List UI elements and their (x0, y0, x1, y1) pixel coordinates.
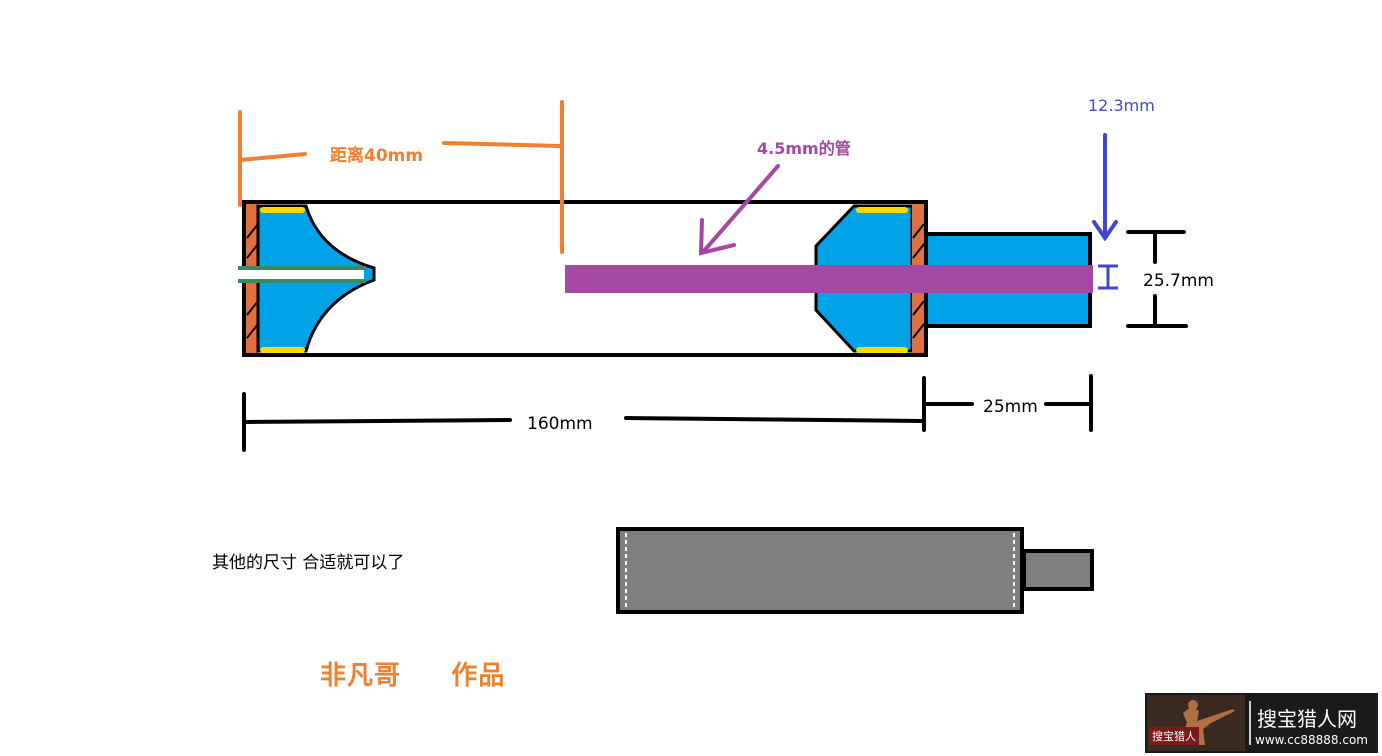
inlet-pipe (238, 268, 364, 280)
tube-arrow (698, 164, 780, 256)
nozzle-length-dimension (924, 374, 1093, 432)
seal-right-top (856, 207, 908, 213)
seal-left-bottom (260, 347, 305, 353)
distance-label: 距离40mm (330, 145, 423, 166)
watermark: 搜宝猎人 搜宝猎人网 www.cc88888.com (1145, 693, 1378, 753)
inner-diameter-dimension (1126, 230, 1188, 328)
seal-right-bottom (856, 347, 908, 353)
tube-label: 4.5mm的管 (757, 139, 851, 158)
tube-gap-marker (1098, 264, 1118, 290)
logo-text: 搜宝猎人 (1149, 727, 1199, 745)
exterior-view (616, 527, 1094, 614)
site-name: 搜宝猎人网 (1257, 707, 1357, 731)
seal-left-top (260, 207, 305, 213)
nozzle-length-label: 25mm (983, 397, 1038, 417)
body-length-label: 160mm (527, 414, 593, 434)
watermark-divider (1249, 701, 1251, 745)
inner-diameter-label: 25.7mm (1143, 271, 1214, 291)
outer-diameter-arrow (1092, 133, 1118, 242)
outer-diameter-label: 12.3mm (1088, 96, 1155, 115)
purple-tube (565, 265, 1093, 293)
site-url: www.cc88888.com (1255, 733, 1368, 747)
distance-dimension (238, 100, 564, 254)
note-text: 其他的尺寸 合适就可以了 (212, 553, 405, 573)
author-credit: 非凡哥 作品 (320, 661, 506, 691)
body-length-dimension (242, 376, 926, 452)
